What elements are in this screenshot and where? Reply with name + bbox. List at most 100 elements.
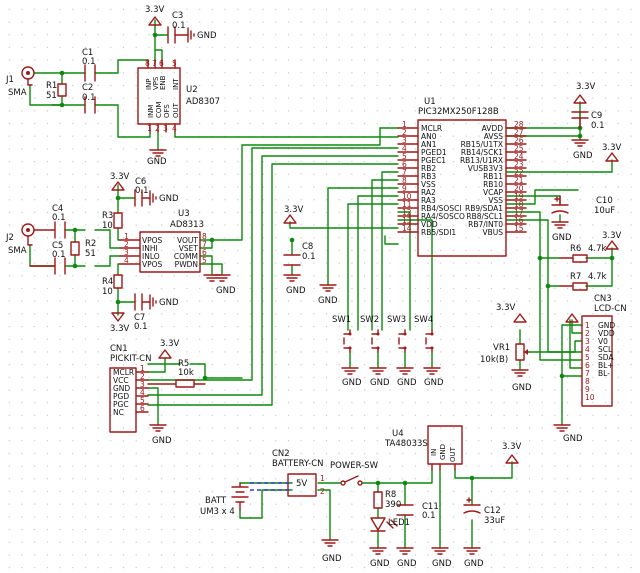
- svg-text:R5: R5: [178, 359, 189, 369]
- u2-pin-name: OUT: [172, 102, 180, 118]
- svg-text:BATT: BATT: [205, 496, 227, 506]
- svg-text:GND: GND: [159, 194, 179, 204]
- svg-text:4.7k: 4.7k: [588, 272, 607, 282]
- u1-pin-name: RB13/U1RX: [460, 156, 503, 165]
- u1-pin-name: AN1: [421, 140, 437, 149]
- svg-text:R2: R2: [85, 239, 96, 249]
- svg-text:C11: C11: [422, 502, 439, 512]
- gnd-led: GND: [369, 547, 390, 569]
- svg-text:C4: C4: [52, 204, 63, 214]
- u2-pin-number: 5: [172, 59, 177, 68]
- u1-pin-number: 6: [402, 160, 407, 169]
- u1-pin-number: 11: [402, 200, 412, 209]
- u3-pin-name: COMM: [174, 252, 198, 261]
- u3-pin-number: 6: [202, 248, 207, 257]
- cn1-pin-number: 4: [140, 388, 145, 397]
- svg-text:J1: J1: [5, 75, 14, 85]
- svg-text:GND: GND: [464, 559, 484, 569]
- u3-pin-number: 3: [124, 248, 129, 257]
- cn1-pin-name: MCLR: [113, 368, 134, 377]
- c8-capacitor: C80.1: [283, 242, 316, 266]
- cn3-pin-number: 1: [585, 321, 590, 330]
- cn3-pin-name: V0: [598, 337, 608, 346]
- svg-text:0.1: 0.1: [52, 213, 66, 223]
- u2-ad8307: U2 AD8307 8INP7VPS6ENB5INT1INM2COM3OFS4O…: [137, 59, 220, 133]
- svg-text:GND: GND: [370, 559, 390, 569]
- u1-pin-number: 17: [514, 208, 524, 217]
- svg-text:R8: R8: [385, 490, 396, 500]
- svg-text:51: 51: [46, 91, 57, 101]
- switch-label: SW2: [360, 315, 379, 325]
- cn1-pin-number: 3: [140, 380, 145, 389]
- u3-pin-number: 2: [124, 240, 129, 249]
- svg-text:GND: GND: [424, 378, 444, 388]
- u1-pin-number: 18: [514, 200, 524, 209]
- svg-text:GND: GND: [286, 286, 306, 296]
- svg-text:R6: R6: [570, 244, 581, 254]
- svg-text:3.3V: 3.3V: [576, 82, 596, 92]
- cn1-pin-number: 5: [140, 396, 145, 405]
- cn1-pin-number: 1: [140, 364, 145, 373]
- svg-text:0.1: 0.1: [302, 252, 316, 262]
- svg-text:4.7k: 4.7k: [588, 244, 607, 254]
- u1-pin-name: RB15/U1TX: [461, 140, 503, 149]
- svg-text:POWER-SW: POWER-SW: [330, 461, 379, 471]
- svg-text:IN: IN: [430, 449, 438, 456]
- cn1-pin-name: NC: [113, 408, 124, 417]
- svg-text:10: 10: [102, 287, 113, 297]
- gnd-sw4: GND: [423, 367, 444, 388]
- svg-text:GND: GND: [432, 559, 452, 569]
- gnd-c7: GND: [149, 294, 179, 310]
- gnd-sw2: GND: [369, 367, 390, 388]
- gnd-lcd: GND: [553, 424, 583, 444]
- svg-text:GND: GND: [573, 151, 593, 161]
- svg-text:0.1: 0.1: [52, 250, 66, 260]
- svg-text:R1: R1: [46, 81, 57, 91]
- u1-pin-number: 25: [514, 144, 524, 153]
- j1-sma: J1 SMA: [5, 66, 35, 98]
- u1-pin-name: VCAP: [483, 188, 503, 197]
- cn3-pin-number: 2: [585, 329, 590, 338]
- u2-pin-number: 6: [159, 59, 164, 68]
- svg-text:3.3V: 3.3V: [284, 205, 304, 215]
- c1-capacitor: C10.1: [82, 48, 96, 82]
- u1-pin-name: AVDD: [482, 124, 504, 133]
- u1-pin-number: 13: [402, 216, 412, 225]
- u1-pin-number: 4: [402, 144, 407, 153]
- ground-symbols: GND GND GND GND GND GND GND GND GND GND …: [147, 27, 593, 569]
- u3-pin-name: VOUT: [177, 236, 198, 245]
- u1-pin-name: VUSB3V3: [468, 164, 503, 173]
- svg-text:C1: C1: [82, 48, 93, 58]
- vcc-flag-pickit: 3.3V: [158, 339, 180, 359]
- gnd-sw1: GND: [341, 367, 362, 388]
- svg-text:BATTERY-CN: BATTERY-CN: [272, 459, 324, 469]
- u1-pin-name: VSS: [488, 196, 503, 205]
- svg-text:0.1: 0.1: [82, 57, 96, 67]
- gnd-c12: GND: [463, 547, 484, 569]
- u1-pin-number: 5: [402, 152, 407, 161]
- u1-pin-number: 8: [402, 176, 407, 185]
- cn1-pin-name: PGC: [113, 400, 129, 409]
- svg-text:10uF: 10uF: [594, 206, 615, 216]
- svg-text:3.3V: 3.3V: [602, 231, 622, 241]
- u1-pin-name: RB4/SOSCI: [421, 204, 462, 213]
- u3-pin-number: 7: [202, 240, 207, 249]
- gnd-sw3: GND: [396, 367, 417, 388]
- svg-text:LED1: LED1: [388, 518, 410, 528]
- gnd-u2: GND: [147, 149, 167, 167]
- cn3-pin-name: SCL: [598, 345, 613, 354]
- u2-pin-name: VPS: [152, 76, 160, 90]
- gnd-vss8: GND: [318, 284, 338, 306]
- u1-pin-number: 22: [514, 168, 524, 177]
- vcc-flag-reg: 3.3V: [502, 442, 522, 464]
- u3-pin-number: 1: [124, 232, 129, 241]
- r6-resistor: R6 4.7k: [559, 244, 607, 263]
- u1-pin-number: 2: [402, 128, 407, 137]
- u3-pin-number: 8: [202, 232, 207, 241]
- svg-text:UM3 x 4: UM3 x 4: [200, 507, 235, 517]
- u1-pin-name: RB7/INT0: [468, 220, 503, 229]
- vcc-flag-u3b: 3.3V: [110, 312, 130, 334]
- gnd-c10: GND: [551, 221, 572, 243]
